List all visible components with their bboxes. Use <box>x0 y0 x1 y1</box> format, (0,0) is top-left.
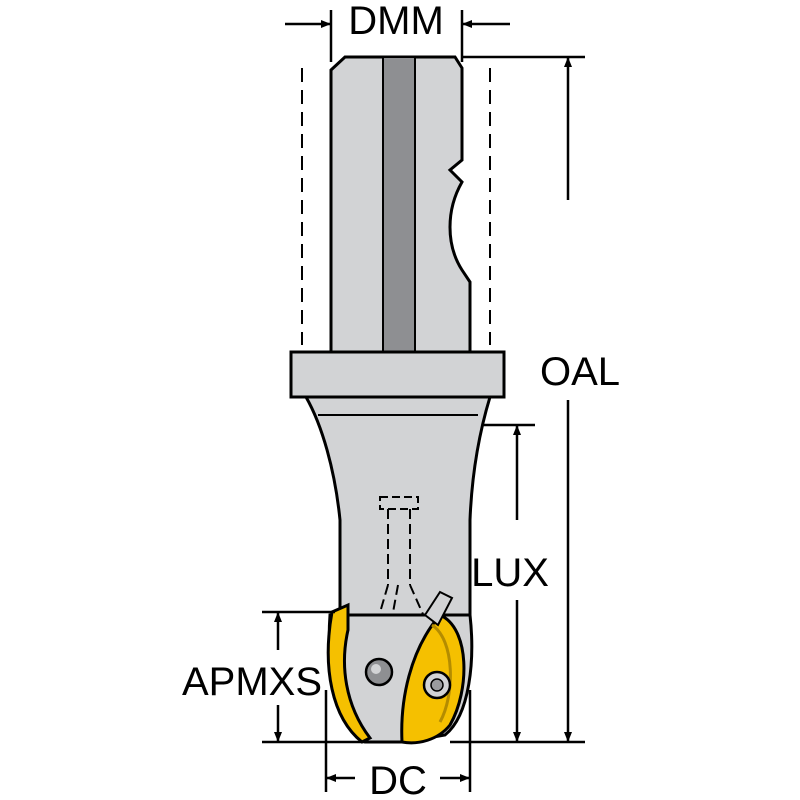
dim-lux <box>482 423 535 742</box>
dc-label: DC <box>369 759 427 800</box>
dmm-label: DMM <box>348 0 444 43</box>
oal-label: OAL <box>540 350 620 394</box>
dim-apmxs <box>262 610 370 744</box>
torx-screw-icon <box>422 670 452 700</box>
apmxs-label: APMXS <box>182 660 322 704</box>
lux-label: LUX <box>471 551 549 595</box>
left-insert <box>326 602 373 744</box>
dim-dc <box>324 690 472 792</box>
shank-extension-lines <box>301 68 491 345</box>
neck <box>303 395 493 627</box>
right-insert-edge <box>431 623 452 723</box>
collar <box>289 350 506 399</box>
chip-flute <box>423 590 454 627</box>
side-hole <box>364 657 394 687</box>
dim-dmm <box>285 10 510 62</box>
